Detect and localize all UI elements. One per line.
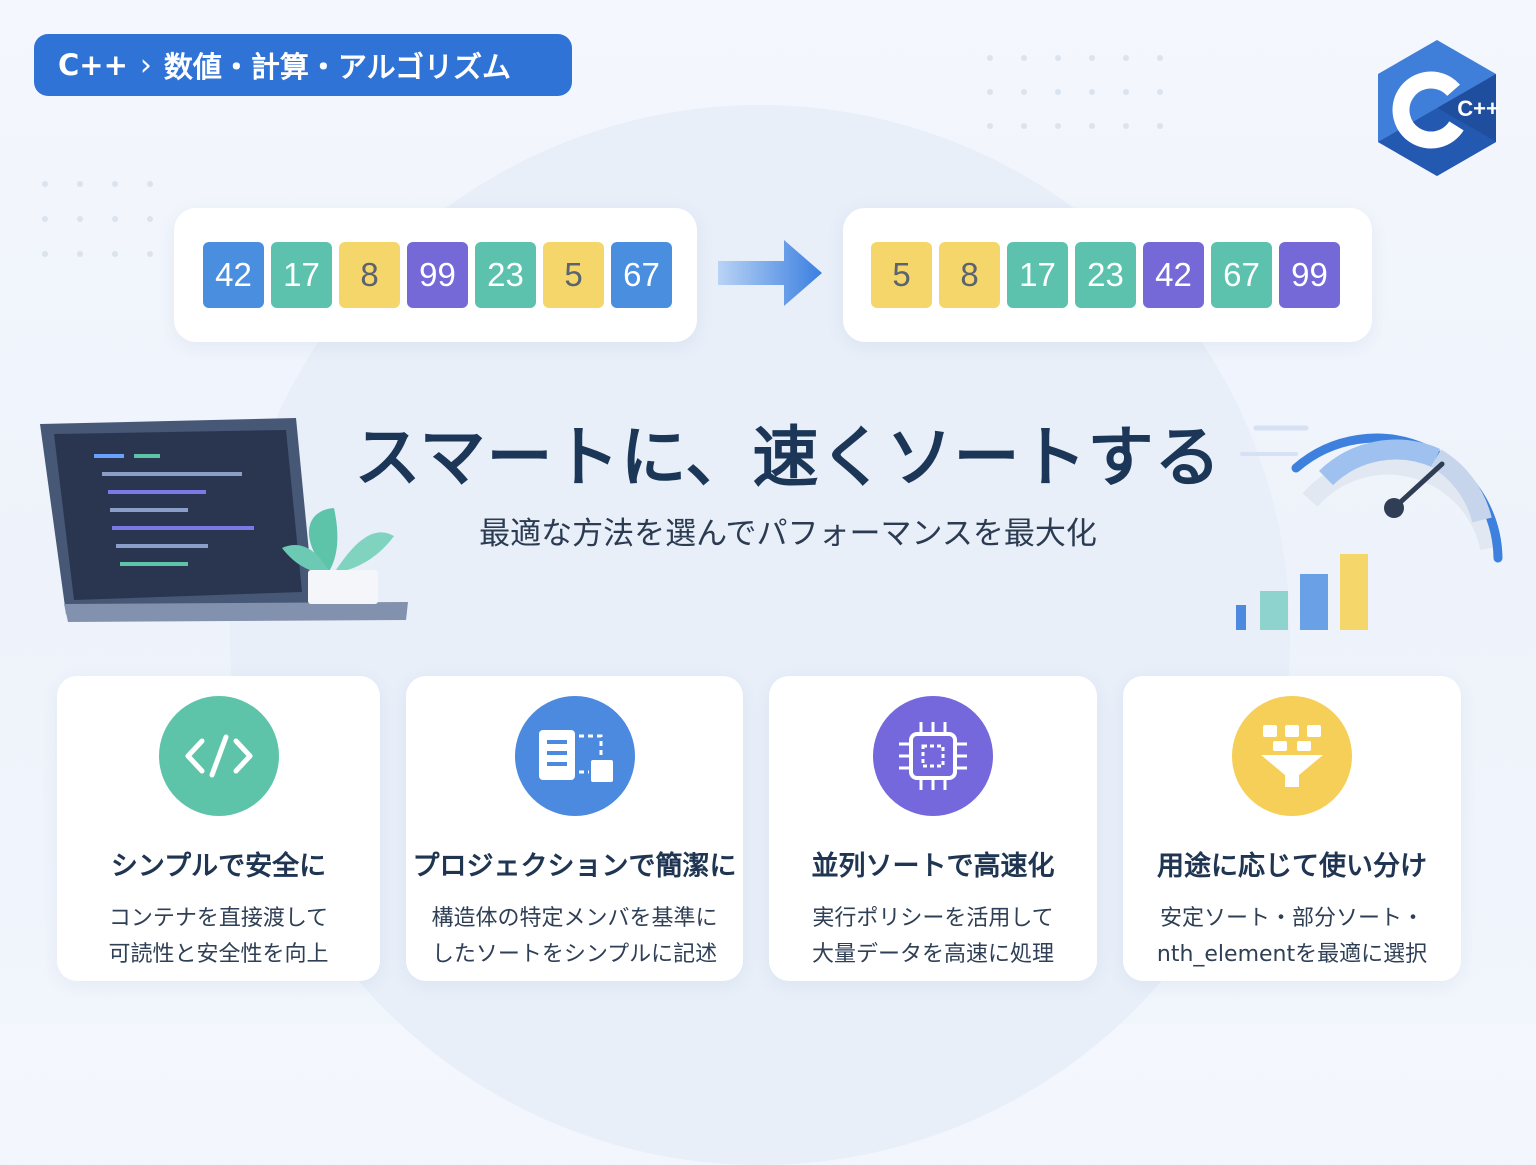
feature-icon-circle [158,696,279,816]
array-cell: 23 [1075,242,1136,308]
breadcrumb-category[interactable]: 数値・計算・アルゴリズム [163,50,512,84]
filter-icon [1261,725,1323,787]
array-cell: 17 [1007,242,1068,308]
feature-description: 実行ポリシーを活用して 大量データを高速に処理 [769,901,1097,973]
feature-desc-line: したソートをシンプルに記述 [431,942,718,967]
feature-title: プロジェクションで簡潔に [412,851,737,882]
cpp-logo: C++ [1378,40,1499,176]
feature-desc-line: 可読性と安全性を向上 [108,942,329,967]
feature-icon-circle [1232,696,1352,816]
logo-plus-text: C++ [1457,96,1499,121]
projection-icon [538,730,613,782]
feature-card-use-cases[interactable]: 用途に応じて使い分け 安定ソート・部分ソート・ nth_elementを最適に選… [1123,676,1461,981]
array-cell: 23 [475,242,536,308]
breadcrumb[interactable]: C++ › 数値・計算・アルゴリズム [34,34,572,96]
array-cell: 99 [1279,242,1340,308]
feature-desc-line: nth_elementを最適に選択 [1156,942,1428,967]
feature-desc-line: 安定ソート・部分ソート・ [1159,906,1424,931]
feature-title: シンプルで安全に [110,851,327,882]
speedometer-icon [1236,425,1503,630]
arrow-right-icon [718,240,822,306]
chip-icon [899,722,967,790]
array-cell: 42 [1143,242,1204,308]
decorative-dots-right [987,55,1163,129]
decorative-dots-left [42,181,153,257]
feature-description: コンテナを直接渡して 可読性と安全性を向上 [57,901,380,973]
breadcrumb-separator: › [139,47,152,83]
feature-desc-line: 構造体の特定メンバを基準に [431,906,718,931]
feature-card-parallel[interactable]: 並列ソートで高速化 実行ポリシーを活用して 大量データを高速に処理 [769,676,1097,981]
feature-description: 安定ソート・部分ソート・ nth_elementを最適に選択 [1123,901,1461,973]
array-cell: 99 [407,242,468,308]
array-cell: 42 [203,242,264,308]
hero-title: スマートに、速くソートする [354,419,1222,496]
feature-title: 並列ソートで高速化 [811,851,1055,882]
feature-desc-line: 大量データを高速に処理 [811,942,1054,967]
feature-description: 構造体の特定メンバを基準に したソートをシンプルに記述 [406,901,743,973]
breadcrumb-lang[interactable]: C++ [58,48,128,82]
array-cell: 17 [271,242,332,308]
array-cell: 5 [871,242,932,308]
laptop-illustration [40,418,408,622]
hero-subtitle: 最適な方法を選んでパフォーマンスを最大化 [479,516,1097,552]
array-cell: 8 [939,242,1000,308]
feature-desc-line: コンテナを直接渡して [108,906,329,931]
feature-icon-circle [873,696,993,816]
feature-card-simple-safe[interactable]: シンプルで安全に コンテナを直接渡して 可読性と安全性を向上 [57,676,380,981]
array-cell: 8 [339,242,400,308]
array-cell: 67 [611,242,672,308]
feature-desc-line: 実行ポリシーを活用して [812,906,1054,931]
code-icon [185,734,252,778]
feature-icon-circle [514,696,635,816]
array-cell: 67 [1211,242,1272,308]
feature-card-projection[interactable]: プロジェクションで簡潔に 構造体の特定メンバを基準に したソートをシンプルに記述 [406,676,743,981]
feature-title: 用途に応じて使い分け [1157,851,1427,882]
array-cell: 5 [543,242,604,308]
